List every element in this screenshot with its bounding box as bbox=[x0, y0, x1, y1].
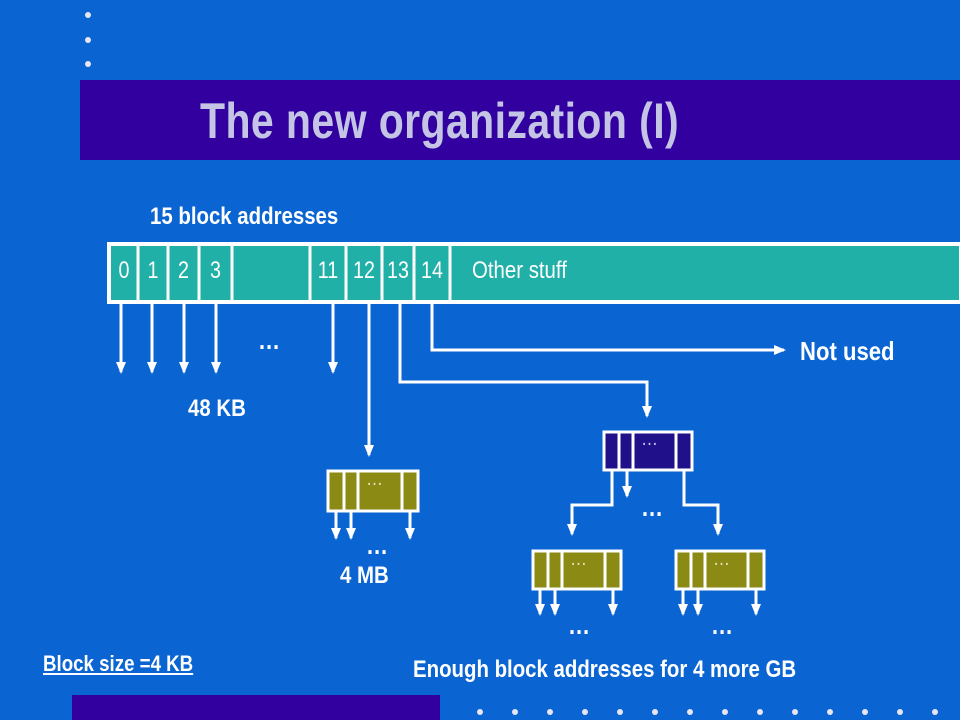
direct-size-label: 48 KB bbox=[188, 395, 246, 422]
double-indirect-right-block bbox=[674, 549, 766, 591]
not-used-arrow bbox=[430, 304, 786, 355]
ellipsis-left-block: … bbox=[570, 548, 587, 570]
ellipsis-single-children: … bbox=[366, 530, 389, 560]
ellipsis-right-leaves: … bbox=[711, 610, 734, 640]
address-cell-11: 11 bbox=[317, 257, 339, 284]
double-indirect-leaf-arrows bbox=[535, 589, 761, 616]
title-band bbox=[80, 80, 960, 160]
ellipsis-right-block: … bbox=[713, 548, 730, 570]
double-indirect-caption: Enough block addresses for 4 more GB bbox=[413, 656, 797, 683]
slide-title: The new organization (I) bbox=[200, 93, 680, 149]
footer-band bbox=[72, 695, 440, 720]
single-indirect-children bbox=[331, 511, 415, 540]
address-cell-12: 12 bbox=[353, 257, 375, 284]
ellipsis-double-root: … bbox=[641, 428, 658, 450]
block-addresses-label: 15 block addresses bbox=[150, 203, 339, 230]
address-cell-1: 1 bbox=[147, 257, 159, 284]
double-indirect-branches bbox=[567, 470, 723, 536]
address-cell-14: 14 bbox=[421, 257, 443, 284]
address-cell-3: 3 bbox=[210, 257, 221, 284]
ellipsis-direct: … bbox=[258, 325, 281, 355]
direct-pointer-arrows bbox=[116, 304, 338, 374]
double-indirect-left-block bbox=[531, 549, 623, 591]
other-stuff-label: Other stuff bbox=[472, 257, 567, 284]
inode-bar bbox=[107, 242, 960, 304]
double-indirect-arrow bbox=[398, 304, 652, 418]
ellipsis-single-block: … bbox=[366, 468, 383, 490]
block-size-note: Block size =4 KB bbox=[43, 651, 194, 676]
not-used-label: Not used bbox=[800, 336, 895, 366]
address-cell-0: 0 bbox=[118, 257, 130, 284]
address-cell-13: 13 bbox=[387, 257, 409, 284]
ellipsis-double-branches: … bbox=[641, 492, 664, 522]
double-indirect-root-block bbox=[602, 430, 694, 472]
single-indirect-block bbox=[326, 469, 420, 513]
single-indirect-size-label: 4 MB bbox=[340, 562, 389, 589]
ellipsis-left-leaves: … bbox=[568, 610, 591, 640]
address-cell-2: 2 bbox=[178, 257, 189, 284]
